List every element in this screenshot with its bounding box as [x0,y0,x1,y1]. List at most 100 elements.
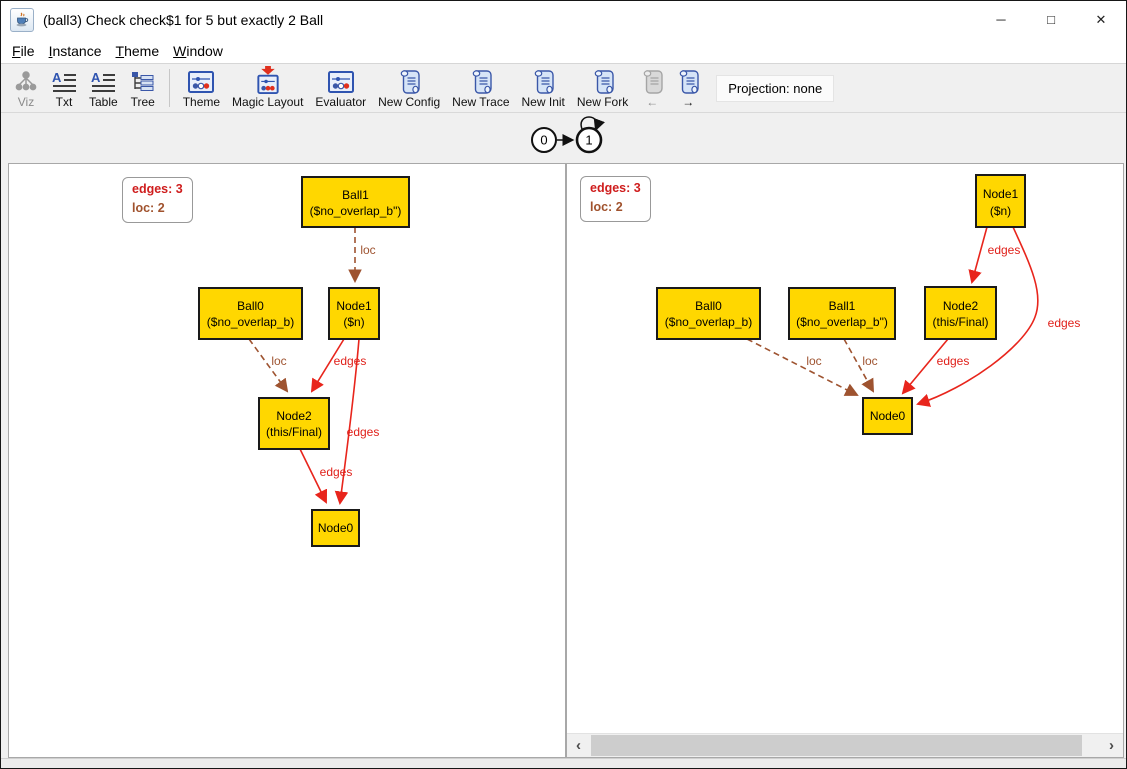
graph-node-ball0[interactable]: Ball0 ($no_overlap_b) [656,287,761,340]
svg-text:Node2: Node2 [943,299,979,313]
text-view-icon: A [52,70,76,92]
svg-text:($n): ($n) [990,204,1011,218]
graph-panel-state1: edges edges edges loc loc Node1 ($n) Bal… [566,163,1124,758]
viz-label: Viz [17,95,35,109]
graph-node-node1[interactable]: Node1 ($n) [975,174,1026,228]
edges-count: edges: 3 [590,181,641,195]
table-button[interactable]: A Table [83,64,124,112]
scrollbar-thumb[interactable] [591,735,1082,756]
horizontal-scrollbar: ‹ › [567,733,1123,757]
window-bottom-strip [1,758,1126,768]
theme-label: Theme [182,95,221,109]
edge-label-edges: edges [988,243,1021,257]
svg-text:Node1: Node1 [983,187,1019,201]
scroll-icon [594,70,614,94]
svg-text:1: 1 [585,133,592,148]
scroll-icon [534,70,554,94]
svg-text:Ball1: Ball1 [829,299,856,313]
java-app-icon [10,7,34,32]
timeline-state-0[interactable]: 0 [531,127,557,153]
graph-node-node0[interactable]: Node0 [311,509,360,547]
theme-button[interactable]: Theme [177,64,226,112]
loc-count: loc: 2 [590,199,623,214]
svg-text:Node0: Node0 [870,409,906,423]
close-button[interactable]: ✕ [1095,11,1107,27]
edge-edges-node1-node0 [334,338,360,506]
svg-text:($no_overlap_b"): ($no_overlap_b") [310,204,402,218]
graph-node-node2[interactable]: Node2 (this/Final) [924,286,997,340]
coffee-cup-icon [16,12,29,26]
svg-text:Ball0: Ball0 [237,299,264,313]
edge-label-edges: edges [1048,316,1081,330]
history-forward-button[interactable]: → [670,64,706,112]
svg-text:A: A [52,70,62,85]
edge-edges-node1-node2 [968,226,988,284]
edge-label-edges: edges [937,354,970,368]
new-fork-button[interactable]: New Fork [571,64,634,112]
svg-text:($no_overlap_b): ($no_overlap_b) [665,315,752,329]
edge-edges-node2-node0 [901,338,949,395]
scroll-left-button[interactable]: ‹ [576,737,581,754]
scroll-disabled-icon [643,70,663,94]
edges-count: edges: 3 [132,182,183,196]
svg-text:Ball1: Ball1 [342,188,369,202]
graph-panel-state0: loc loc edges edges edges Ball1 ($no_ove… [8,163,566,758]
graph-node-ball1[interactable]: Ball1 ($no_overlap_b") [788,287,896,340]
window-title: (ball3) Check check$1 for 5 but exactly … [43,11,324,28]
menu-file[interactable]: File [12,42,35,59]
minimize-button[interactable]: ─ [996,12,1006,27]
scroll-icon [679,70,699,94]
txt-button[interactable]: A Txt [45,64,83,112]
magic-layout-label: Magic Layout [232,95,304,109]
graph-node-node2[interactable]: Node2 (this/Final) [258,397,330,450]
new-fork-label: New Fork [576,95,629,109]
tree-label: Tree [130,95,155,109]
history-back-button[interactable]: ← [634,64,670,112]
scrollbar-track[interactable] [590,734,1100,757]
menu-window[interactable]: Window [173,42,223,59]
edge-edges-node1-node0 [916,226,1039,407]
svg-text:Node2: Node2 [276,409,312,423]
scroll-right-button[interactable]: › [1109,737,1114,754]
table-label: Table [89,95,118,109]
menu-instance[interactable]: Instance [48,42,102,59]
loc-count: loc: 2 [132,200,165,215]
graph-node-ball1[interactable]: Ball1 ($no_overlap_b") [301,176,410,228]
viz-button[interactable]: Viz [7,64,45,112]
history-back-label: ← [646,95,659,109]
svg-text:($n): ($n) [343,315,364,329]
svg-text:($no_overlap_b"): ($no_overlap_b") [796,315,888,329]
menu-theme[interactable]: Theme [115,42,160,59]
new-trace-label: New Trace [452,95,510,109]
edge-label-loc: loc [806,354,821,368]
svg-text:Node0: Node0 [318,521,354,535]
viz-graph-icon [15,71,37,91]
title-bar: (ball3) Check check$1 for 5 but exactly … [1,1,1126,38]
edge-loc-ball0-node2 [248,338,289,393]
table-view-icon: A [91,70,116,92]
new-init-label: New Init [521,95,565,109]
edge-edges-node2-node0 [299,448,328,504]
projection-status: Projection: none [716,74,835,102]
timeline-state-1[interactable]: 1 [575,126,603,154]
edge-label-loc: loc [360,243,375,257]
evaluator-panel-icon [327,71,354,93]
evaluator-button[interactable]: Evaluator [309,64,372,112]
menu-bar: File Instance Theme Window [1,38,1126,63]
new-config-button[interactable]: New Config [372,64,446,112]
edge-label-edges: edges [334,354,367,368]
graph-node-node1[interactable]: Node1 ($n) [328,287,380,340]
magic-layout-button[interactable]: Magic Layout [226,64,309,112]
new-init-button[interactable]: New Init [516,64,571,112]
edge-label-loc: loc [271,354,286,368]
maximize-button[interactable]: □ [1047,12,1055,27]
toolbar: Viz A Txt A Table Tree [1,63,1126,113]
graph-node-node0[interactable]: Node0 [862,397,913,435]
new-config-label: New Config [378,95,441,109]
graph-area: loc loc edges edges edges Ball1 ($no_ove… [1,163,1126,758]
stats-badge: edges: 3 loc: 2 [122,177,193,223]
graph-node-ball0[interactable]: Ball0 ($no_overlap_b) [198,287,303,340]
tree-button[interactable]: Tree [124,64,162,112]
new-trace-button[interactable]: New Trace [446,64,515,112]
